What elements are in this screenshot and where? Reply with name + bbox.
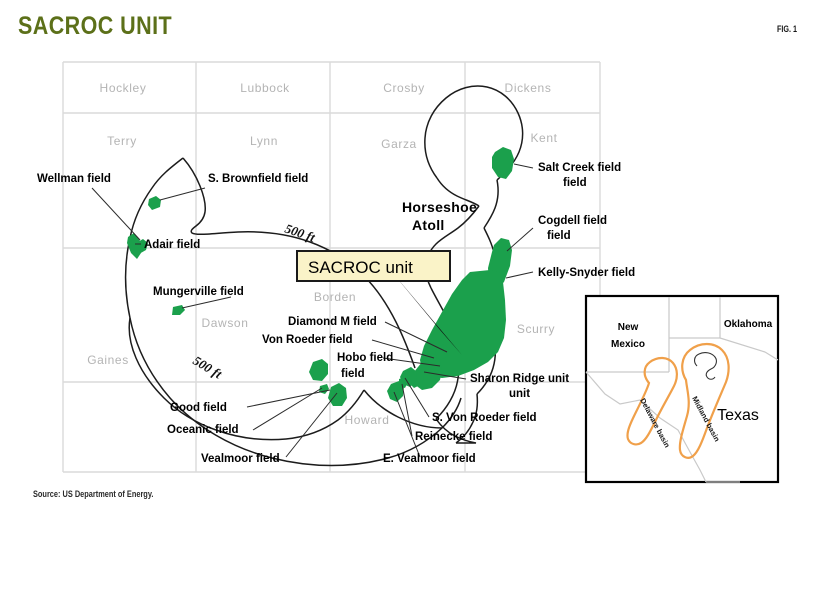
county-labels: Hockley Lubbock Crosby Dickens Terry Lyn… [87, 81, 557, 427]
delaware-basin-outline [626, 356, 678, 446]
field-label-line2: field [547, 230, 571, 242]
field-label: Von Roeder field [262, 334, 353, 346]
leader-lines [91, 163, 534, 458]
atoll-inset-outline [694, 352, 717, 380]
field-shape-good [328, 383, 347, 406]
county-label: Kent [530, 131, 557, 145]
field-label: Diamond M field [288, 316, 377, 328]
field-label: Wellman field [37, 173, 111, 185]
inset-state-label: Oklahoma [724, 319, 773, 330]
inset-frame [584, 294, 780, 484]
field-label: Reinecke field [415, 431, 492, 443]
field-label-line2: field [563, 177, 587, 189]
field-label: Sharon Ridge unit [470, 373, 569, 385]
oil-field-polygons [127, 147, 514, 406]
county-label: Terry [107, 134, 137, 148]
field-label: Adair field [144, 239, 200, 251]
inset-state-label: Mexico [611, 339, 645, 350]
county-label: Borden [314, 290, 356, 304]
field-label: Salt Creek field [538, 162, 621, 174]
contour-label: 500 ft [283, 221, 317, 245]
county-grid [62, 61, 601, 473]
field-shape-salt-creek [492, 147, 514, 179]
field-label: S. Brownfield field [208, 173, 308, 185]
county-label: Crosby [383, 81, 425, 95]
field-shape-mungerville [172, 305, 185, 315]
callout-label: SACROC unit [308, 258, 413, 277]
callout-pointer [392, 272, 462, 355]
inset-state-label: New [618, 322, 639, 333]
figure-number: FIG. 1 [776, 24, 797, 34]
field-label: Good field [170, 402, 227, 414]
field-label: S. Von Roeder field [432, 412, 537, 424]
county-label: Gaines [87, 353, 129, 367]
field-label: Hobo field [337, 352, 393, 364]
sacroc-callout[interactable]: SACROC unit [296, 250, 462, 355]
callout-box [296, 250, 451, 282]
source-note: Source: US Department of Energy. [33, 489, 154, 499]
field-shape-s-brownfield [148, 196, 161, 210]
field-shape-von-roeder [427, 353, 437, 364]
inset-state-borders [586, 297, 779, 373]
county-label: Howard [345, 413, 390, 427]
field-label: Oceanic field [167, 424, 239, 436]
field-label: Vealmoor field [201, 453, 280, 465]
county-label: Lubbock [240, 81, 290, 95]
field-shape-adair [127, 233, 141, 259]
field-shape-hobo [309, 359, 328, 381]
page-title: SACROC UNIT [18, 12, 173, 40]
field-label-line2: unit [509, 388, 530, 400]
field-label: E. Vealmoor field [383, 453, 476, 465]
atoll-label-line2: Atoll [412, 217, 445, 233]
inset-state-label: Texas [717, 407, 759, 424]
horseshoe-atoll-label: Horseshoe Atoll [402, 199, 477, 233]
midland-basin-outline [678, 342, 730, 459]
county-label: Dawson [202, 316, 249, 330]
contour-labels: 500 ft 500 ft [190, 221, 317, 382]
field-label-line2: field [341, 368, 365, 380]
county-label: Scurry [517, 322, 555, 336]
county-label: Lynn [250, 134, 278, 148]
atoll-label-line1: Horseshoe [402, 199, 477, 215]
county-label: Garza [381, 137, 417, 151]
county-label: Dickens [505, 81, 552, 95]
county-label: Hockley [100, 81, 147, 95]
field-label: Cogdell field [538, 215, 607, 227]
field-labels: Wellman field S. Brownfield field Adair … [37, 162, 635, 465]
texas-inset: New Mexico Oklahoma Texas Delaware basin… [584, 294, 780, 484]
field-label: Kelly-Snyder field [538, 267, 635, 279]
field-label: Mungerville field [153, 286, 244, 298]
